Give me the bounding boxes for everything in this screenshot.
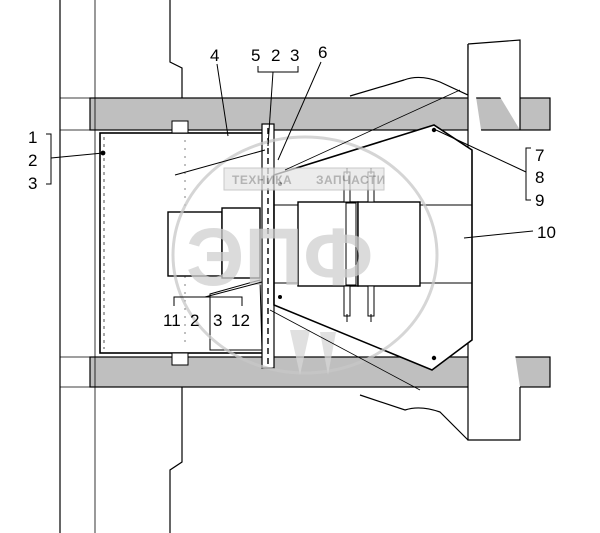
callout-5-2: 2 [271,46,280,65]
right-frame [349,39,550,441]
left-frame [59,0,183,533]
callout-9: 9 [535,191,544,210]
callout-5-3: 3 [290,46,299,65]
callout-4: 4 [210,46,219,65]
callout-12: 12 [231,311,250,330]
hidden-edges [274,204,300,284]
callout-8: 8 [535,168,544,187]
callout-3: 3 [28,174,37,193]
watermark-logo-letters: ЭПФ [186,212,373,303]
callout-5: 5 [251,46,260,65]
coupling-block [297,201,421,287]
callout-11-3: 3 [213,311,222,330]
callout-labels: 1 2 3 4 5 2 3 6 7 8 9 10 11 2 3 12 [28,43,556,330]
watermark-logo: ТЕХНИКА ЗАПЧАСТИ ЭПФ [171,135,439,375]
callout-10: 10 [537,223,556,242]
callout-7: 7 [535,146,544,165]
callout-11-2: 2 [190,311,199,330]
watermark-right-word: ЗАПЧАСТИ [316,173,386,187]
leader-lines [46,61,534,306]
callout-6: 6 [318,43,327,62]
callout-2: 2 [28,151,37,170]
reference-lines [269,89,461,391]
callout-11: 11 [163,311,181,330]
watermark-left-word: ТЕХНИКА [232,173,292,187]
callout-1: 1 [28,128,37,147]
